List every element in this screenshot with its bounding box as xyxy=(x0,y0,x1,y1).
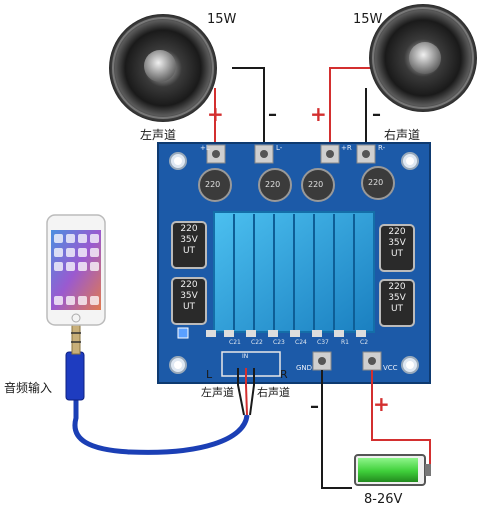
large-cap-right-2-line3: UT xyxy=(390,304,404,314)
large-cap-left-2: 220 35V UT xyxy=(177,280,201,313)
large-cap-right-2-line1: 220 xyxy=(388,282,406,292)
smartphone xyxy=(46,214,106,326)
speaker-left xyxy=(109,14,217,122)
speaker-right-rim xyxy=(372,7,474,109)
battery xyxy=(354,454,431,486)
large-cap-left-2-line1: 220 xyxy=(180,280,198,290)
silk-r1: R1 xyxy=(341,339,349,346)
battery-voltage-label: 8-26V xyxy=(364,492,403,507)
input-in-label: IN xyxy=(242,353,249,360)
audio-cable xyxy=(72,350,250,455)
large-cap-left-1-line1: 220 xyxy=(180,224,198,234)
left-speaker-power-label: 15W xyxy=(207,12,237,27)
silk-c37: C37 xyxy=(317,339,329,346)
left-minus-sign: – xyxy=(268,104,277,125)
power-wires xyxy=(321,370,431,489)
small-capacitors xyxy=(198,166,395,202)
right-plus-wire xyxy=(329,67,372,148)
large-cap-right-1-line3: UT xyxy=(390,249,404,259)
terminal-label-r-plus: +R xyxy=(341,144,352,152)
large-cap-right-2-line2: 35V xyxy=(388,293,406,303)
amplifier-board xyxy=(157,142,431,384)
silk-c22: C22 xyxy=(251,339,263,346)
speaker-right xyxy=(369,4,477,112)
audio-input-label: 音频输入 xyxy=(4,381,53,395)
large-cap-left-2-line2: 35V xyxy=(180,291,198,301)
speaker-left-dustcap xyxy=(144,50,176,82)
heatsink xyxy=(213,211,375,333)
right-speaker-channel-label: 右声道 xyxy=(384,128,421,142)
large-cap-left-1: 220 35V UT xyxy=(177,224,201,257)
small-cap-1-label: 220 xyxy=(205,180,221,189)
input-right-channel-label: 右声道 xyxy=(257,386,290,399)
silk-c21: C21 xyxy=(229,339,241,346)
right-minus-sign: – xyxy=(372,104,381,125)
input-l-label: L xyxy=(206,368,213,381)
large-cap-right-2: 220 35V UT xyxy=(385,282,409,315)
large-cap-right-1: 220 35V UT xyxy=(385,227,409,260)
terminal-label-l-minus: L- xyxy=(276,144,283,152)
left-minus-wire xyxy=(232,67,265,148)
power-minus-sign: – xyxy=(310,396,319,417)
right-plus-sign: + xyxy=(310,102,327,126)
large-cap-left-1-line3: UT xyxy=(182,246,196,256)
speaker-right-dustcap xyxy=(409,42,441,74)
gnd-label: GND xyxy=(296,364,313,372)
silk-c23: C23 xyxy=(273,339,285,346)
silk-c24: C24 xyxy=(295,339,307,346)
small-cap-3-label: 220 xyxy=(308,180,324,189)
audio-jack xyxy=(65,319,85,401)
large-capacitors xyxy=(171,221,415,327)
silk-c2: C2 xyxy=(360,339,369,346)
right-speaker-power-label: 15W xyxy=(353,12,383,27)
smd-components xyxy=(177,327,366,339)
small-cap-2-label: 220 xyxy=(265,180,281,189)
large-cap-right-1-line1: 220 xyxy=(388,227,406,237)
input-r-label: R xyxy=(280,368,288,381)
large-cap-left-1-line2: 35V xyxy=(180,235,198,245)
audio-input-wires xyxy=(237,368,255,416)
small-cap-4-label: 220 xyxy=(368,178,384,187)
speaker-terminals xyxy=(206,144,376,164)
left-plus-sign: + xyxy=(207,102,224,126)
power-plus-sign: + xyxy=(373,392,390,416)
audio-input-header xyxy=(221,351,281,377)
speaker-wires xyxy=(214,67,372,148)
power-terminals xyxy=(312,351,382,371)
speaker-left-rim xyxy=(112,17,214,119)
left-speaker-channel-label: 左声道 xyxy=(140,128,177,142)
large-cap-right-1-line2: 35V xyxy=(388,238,406,248)
terminal-label-r-minus: R- xyxy=(378,144,386,152)
mounting-holes xyxy=(169,152,419,374)
vcc-label: VCC xyxy=(383,364,398,372)
large-cap-left-2-line3: UT xyxy=(182,302,196,312)
input-left-channel-label: 左声道 xyxy=(201,386,234,399)
terminal-label-l-plus: +L xyxy=(200,144,210,152)
